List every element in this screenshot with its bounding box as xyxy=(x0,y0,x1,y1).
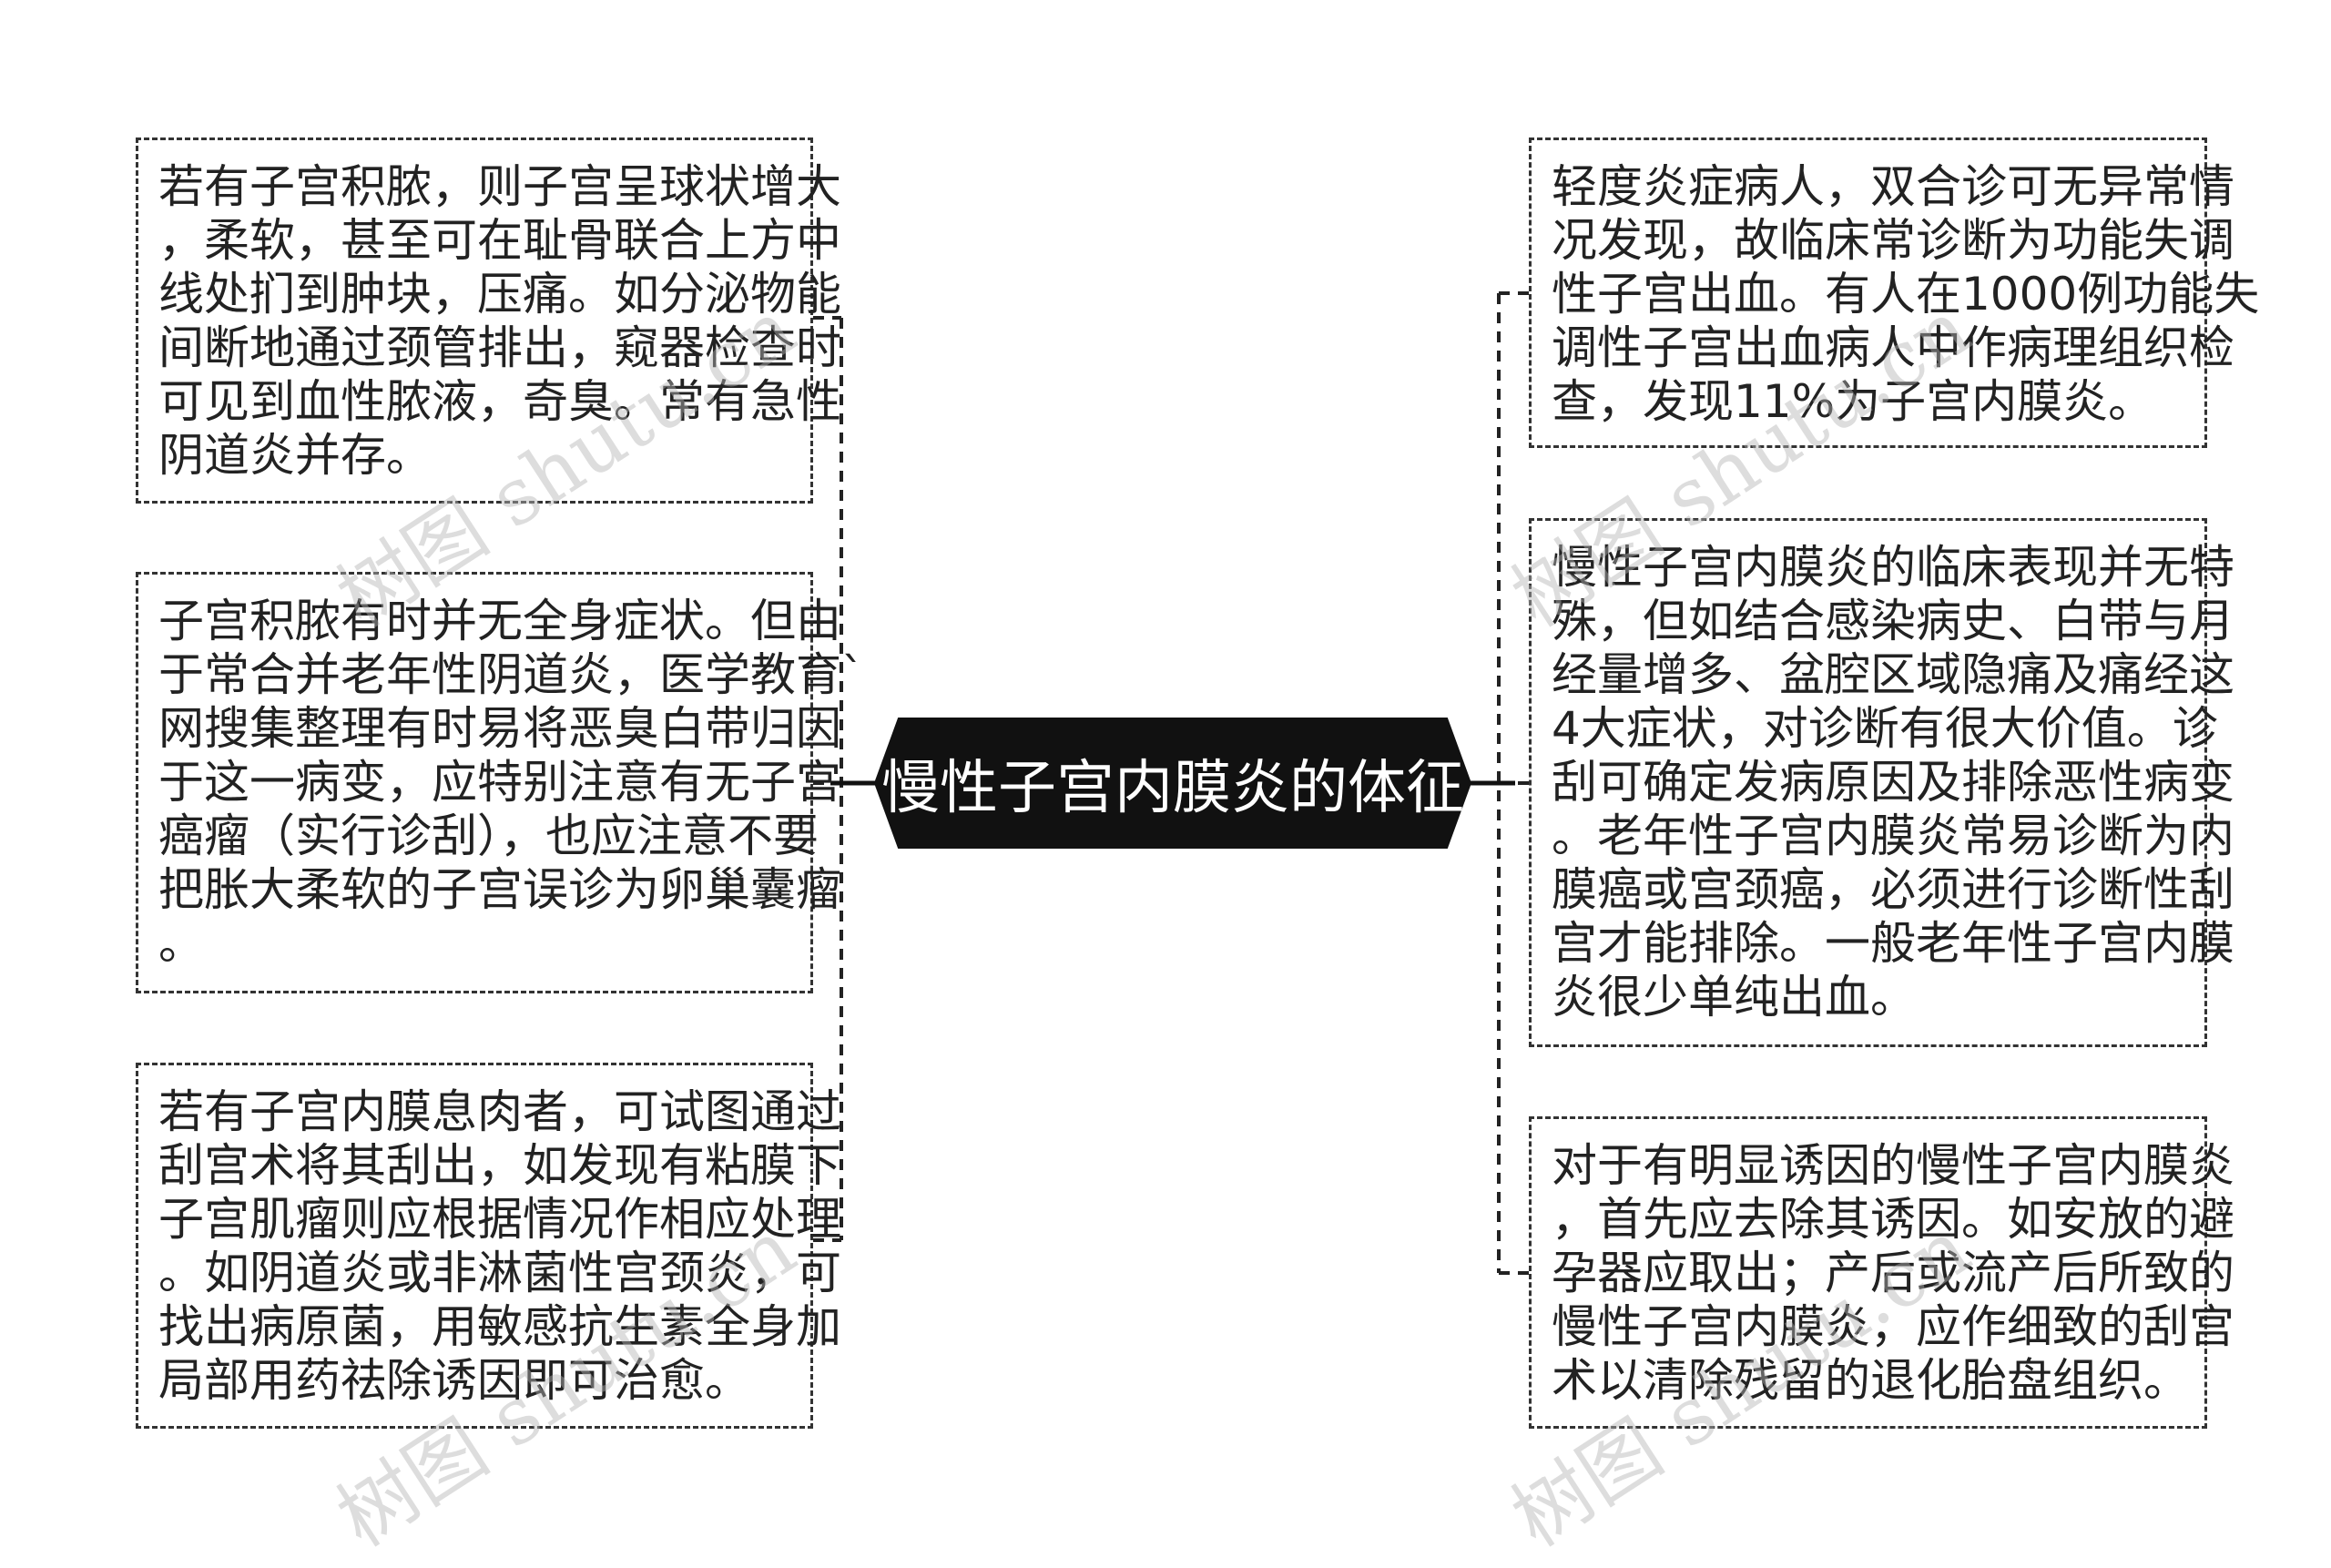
text-line: 对于有明显诱因的慢性子宫内膜炎 xyxy=(1552,1139,2234,1192)
text-line: 间断地通过颈管排出，窥器检查时 xyxy=(158,321,841,374)
left-node-3[interactable]: 若有子宫内膜息肉者，可试图通过刮宫术将其刮出，如发现有粘膜下子宫肌瘤则应根据情况… xyxy=(136,1063,841,1429)
text-line: 慢性子宫内膜炎，应作细致的刮宫 xyxy=(1552,1300,2234,1353)
central-topic-title: 慢性子宫内膜炎的体征 xyxy=(881,755,1464,822)
text-line: 炎很少单纯出血。 xyxy=(1552,971,1916,1023)
text-line: 慢性子宫内膜炎的临床表现并无特 xyxy=(1552,541,2234,594)
text-line: 调性子宫出血病人中作病理组织检 xyxy=(1552,321,2234,374)
text-line: 4大症状，对诊断有很大价值。诊 xyxy=(1552,702,2218,755)
right-node-2[interactable]: 慢性子宫内膜炎的临床表现并无特殊，但如结合感染病史、白带与月经量增多、盆腔区域隐… xyxy=(1529,518,2234,1047)
text-line: 术以清除残留的退化胎盘组织。 xyxy=(1552,1354,2189,1407)
text-line: ，首先应去除其诱因。如安放的避 xyxy=(1552,1193,2234,1246)
text-line: 可见到血性脓液，奇臭。常有急性 xyxy=(158,375,841,428)
text-line: 孕器应取出；产后或流产后所致的 xyxy=(1552,1247,2234,1299)
text-line: 子宫肌瘤则应根据情况作相应处理 xyxy=(158,1193,841,1246)
text-line: 刮可确定发病原因及排除恶性病变 xyxy=(1552,756,2234,809)
text-line: 于常合并老年性阴道炎，医学教育` xyxy=(158,648,864,701)
text-line: 线处扪到肿块，压痛。如分泌物能 xyxy=(158,268,841,321)
text-line: 癌瘤（实行诊刮），也应注意不要 xyxy=(158,809,819,862)
text-line: 轻度炎症病人，双合诊可无异常情 xyxy=(1552,160,2234,213)
text-line: 。老年性子宫内膜炎常易诊断为内 xyxy=(1552,809,2234,862)
text-line: 查，发现11%为子宫内膜炎。 xyxy=(1552,375,2154,428)
text-line: 若有子宫积脓，则子宫呈球状增大 xyxy=(158,160,841,213)
text-line: 性子宫出血。有人在1000例功能失 xyxy=(1552,268,2260,321)
text-line: 找出病原菌，用敏感抗生素全身加 xyxy=(158,1300,841,1353)
text-line: 阴道炎并存。 xyxy=(158,429,432,482)
text-line: 宫才能排除。一般老年性子宫内膜 xyxy=(1552,917,2234,970)
left-node-1[interactable]: 若有子宫积脓，则子宫呈球状增大，柔软，甚至可在耻骨联合上方中线处扪到肿块，压痛。… xyxy=(136,137,841,504)
text-line: 于这一病变，应特别注意有无子宫 xyxy=(158,756,841,809)
text-line: 。如阴道炎或非淋菌性宫颈炎，可 xyxy=(158,1247,841,1299)
text-line: 。 xyxy=(158,917,204,970)
text-line: ，柔软，甚至可在耻骨联合上方中 xyxy=(158,214,841,267)
text-line: 刮宫术将其刮出，如发现有粘膜下 xyxy=(158,1139,841,1192)
text-line: 把胀大柔软的子宫误诊为卵巢囊瘤 xyxy=(158,863,841,916)
text-line: 局部用药祛除诱因即可治愈。 xyxy=(158,1354,750,1407)
text-line: 子宫积脓有时并无全身症状。但由 xyxy=(158,595,841,647)
right-node-3[interactable]: 对于有明显诱因的慢性子宫内膜炎，首先应去除其诱因。如安放的避孕器应取出；产后或流… xyxy=(1529,1116,2234,1429)
text-line: 况发现，故临床常诊断为功能失调 xyxy=(1552,214,2234,267)
right-node-1[interactable]: 轻度炎症病人，双合诊可无异常情况发现，故临床常诊断为功能失调性子宫出血。有人在1… xyxy=(1529,137,2260,448)
text-line: 膜癌或宫颈癌，必须进行诊断性刮 xyxy=(1552,863,2234,916)
text-line: 殊，但如结合感染病史、白带与月 xyxy=(1552,595,2234,647)
left-node-2[interactable]: 子宫积脓有时并无全身症状。但由于常合并老年性阴道炎，医学教育`网搜集整理有时易将… xyxy=(136,572,864,993)
text-line: 网搜集整理有时易将恶臭白带归因 xyxy=(158,702,841,755)
text-line: 经量增多、盆腔区域隐痛及痛经这 xyxy=(1552,648,2234,701)
text-line: 若有子宫内膜息肉者，可试图通过 xyxy=(158,1085,841,1138)
central-topic[interactable]: 慢性子宫内膜炎的体征 xyxy=(874,718,1471,849)
